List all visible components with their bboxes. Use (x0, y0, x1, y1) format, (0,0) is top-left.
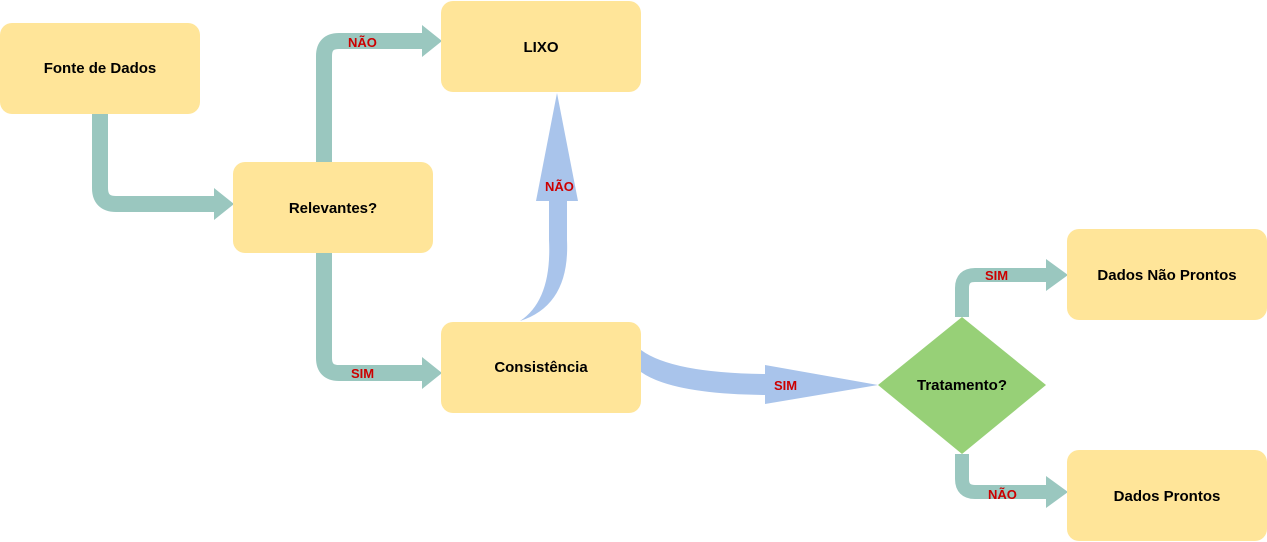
edge-label-relevantes-lixo: NÃO (348, 35, 377, 50)
node-label-consistencia: Consistência (494, 359, 588, 376)
edge-label-relevantes-consistencia: SIM (351, 366, 374, 381)
arrowhead-icon (422, 25, 442, 57)
node-label-fonte: Fonte de Dados (44, 60, 157, 77)
node-dados-prontos[interactable]: Dados Prontos (1067, 450, 1267, 541)
edge-tratamento-to-prontos (955, 454, 1068, 508)
node-relevantes[interactable]: Relevantes? (233, 162, 433, 253)
edge-label-tratamento-prontos: NÃO (988, 487, 1017, 502)
edge-tratamento-to-nao-prontos (955, 259, 1068, 317)
node-tratamento[interactable]: Tratamento? (878, 317, 1046, 454)
edge-label-consistencia-tratamento: SIM (774, 378, 797, 393)
node-dados-nao-prontos[interactable]: Dados Não Prontos (1067, 229, 1267, 320)
node-label-nao-prontos: Dados Não Prontos (1097, 267, 1236, 284)
node-label-prontos: Dados Prontos (1114, 488, 1221, 505)
arrowhead-icon (1046, 259, 1068, 291)
arrowhead-icon (422, 357, 442, 389)
node-lixo[interactable]: LIXO (441, 1, 641, 92)
edge-relevantes-to-consistencia (316, 253, 442, 389)
node-label-tratamento: Tratamento? (917, 377, 1007, 394)
node-fonte-de-dados[interactable]: Fonte de Dados (0, 23, 200, 114)
arrowhead-icon (1046, 476, 1068, 508)
node-consistencia[interactable]: Consistência (441, 322, 641, 413)
edge-consistencia-to-lixo (520, 93, 578, 321)
edge-fonte-to-relevantes (92, 114, 234, 220)
edge-consistencia-to-tratamento (641, 350, 878, 404)
edge-relevantes-to-lixo (316, 25, 442, 162)
edge-label-tratamento-nao-prontos: SIM (985, 268, 1008, 283)
edge-label-consistencia-lixo: NÃO (545, 179, 574, 194)
node-label-lixo: LIXO (523, 39, 558, 56)
node-label-relevantes: Relevantes? (289, 200, 377, 217)
arrowhead-icon (214, 188, 234, 220)
